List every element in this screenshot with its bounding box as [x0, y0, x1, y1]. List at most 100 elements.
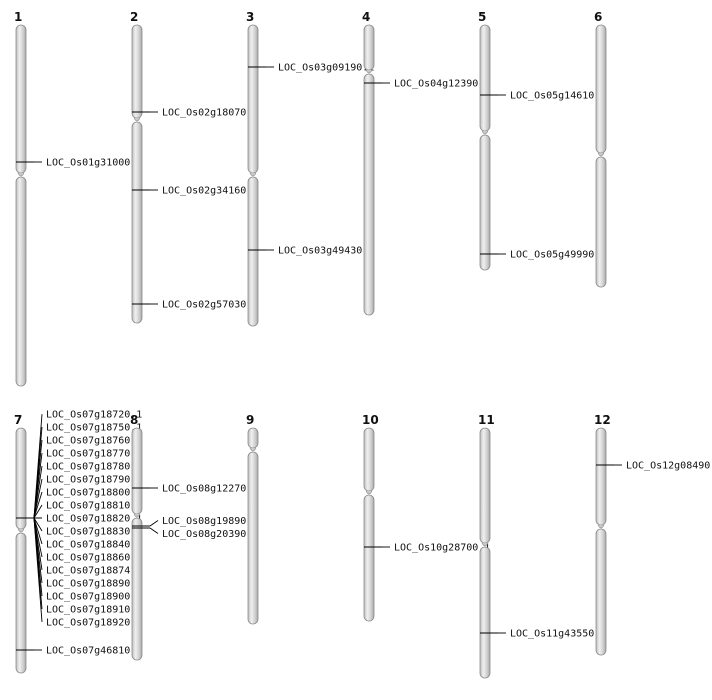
- chromosome-p-arm: [363, 427, 375, 492]
- gene-label-loc-os07g18820-1: LOC_Os07g18820.1: [46, 513, 142, 524]
- gene-label-loc-os08g12270-1: LOC_Os08g12270.1: [162, 484, 258, 495]
- chromosome-q-arm: [131, 121, 143, 324]
- gene-label-loc-os07g18770-1: LOC_Os07g18770.1: [46, 449, 142, 460]
- gene-label-loc-os02g18070-1: LOC_Os02g18070.1: [162, 108, 258, 119]
- gene-leader-line: [149, 527, 159, 534]
- gene-label-loc-os07g18760-1: LOC_Os07g18760.1: [46, 436, 142, 447]
- gene-label-loc-os07g18780-1: LOC_Os07g18780.1: [46, 462, 142, 473]
- chromosome-q-arm: [595, 156, 607, 288]
- gene-label-loc-os11g43550-1: LOC_Os11g43550.1: [510, 629, 606, 640]
- gene-label-loc-os07g18800-1: LOC_Os07g18800.1: [46, 488, 142, 499]
- gene-label-loc-os07g18890-1: LOC_Os07g18890.1: [46, 578, 142, 589]
- chromosome-number: 8: [130, 413, 138, 427]
- centromere: [133, 513, 141, 518]
- chromosome-number: 7: [14, 413, 22, 427]
- gene-label-loc-os08g20390-1: LOC_Os08g20390.1: [162, 529, 258, 540]
- chromosome-p-arm: [595, 427, 607, 526]
- gene-label-loc-os07g18840-1: LOC_Os07g18840.1: [46, 539, 142, 550]
- gene-marker: LOC_Os07g18920.1: [16, 517, 142, 628]
- gene-label-loc-os03g09190-1: LOC_Os03g09190.1: [278, 63, 374, 74]
- gene-label-loc-os07g18900-1: LOC_Os07g18900.1: [46, 591, 142, 602]
- chromosome-number: 3: [246, 10, 254, 24]
- chromosome-q-arm: [479, 134, 491, 271]
- chromosome-number: 10: [362, 413, 379, 427]
- gene-marker: LOC_Os05g49990.1: [480, 250, 606, 261]
- gene-marker: LOC_Os12g08490.1: [596, 461, 712, 472]
- centromere: [133, 117, 141, 122]
- gene-leader-line: [33, 478, 43, 519]
- gene-label-loc-os07g18874-1: LOC_Os07g18874.1: [46, 565, 142, 576]
- gene-marker: LOC_Os10g28700.1: [364, 543, 490, 554]
- gene-label-loc-os02g34160-1: LOC_Os02g34160.1: [162, 186, 258, 197]
- gene-marker: LOC_Os08g12270.1: [132, 484, 258, 495]
- gene-label-loc-os07g18790-1: LOC_Os07g18790.1: [46, 475, 142, 486]
- centromere: [481, 130, 489, 135]
- gene-leader-line: [33, 517, 43, 622]
- gene-marker: LOC_Os03g49430.1: [248, 246, 374, 257]
- gene-marker: LOC_Os02g18070.1: [132, 108, 258, 119]
- chromosome-2: 2LOC_Os02g18070.1LOC_Os02g34160.1LOC_Os0…: [130, 10, 258, 324]
- chromosome-9: 9: [246, 413, 259, 625]
- gene-label-loc-os07g18860-1: LOC_Os07g18860.1: [46, 552, 142, 563]
- gene-label-loc-os07g18920-1: LOC_Os07g18920.1: [46, 617, 142, 628]
- centromere: [17, 172, 25, 177]
- chromosome-number: 12: [594, 413, 611, 427]
- gene-marker: LOC_Os03g09190.1: [248, 63, 374, 74]
- chromosome-q-arm: [131, 517, 143, 661]
- chromosome-p-arm: [131, 24, 143, 119]
- centromere: [249, 172, 257, 177]
- centromere: [17, 528, 25, 533]
- gene-marker: LOC_Os07g46810.1: [16, 646, 142, 657]
- centromere: [481, 542, 489, 547]
- chromosome-p-arm: [363, 24, 375, 71]
- gene-label-loc-os07g18810-1: LOC_Os07g18810.1: [46, 501, 142, 512]
- gene-marker: LOC_Os08g19890.1: [132, 516, 258, 527]
- chromosome-number: 6: [594, 10, 602, 24]
- centromere: [249, 447, 257, 452]
- chromosome-q-arm: [363, 73, 375, 316]
- chromosome-p-arm: [15, 24, 27, 174]
- chromosome-q-arm: [479, 546, 491, 679]
- chromosome-p-arm: [479, 24, 491, 132]
- gene-marker: LOC_Os04g12390.1: [364, 79, 490, 90]
- chromosome-p-arm: [131, 427, 143, 515]
- chromosome-q-arm: [595, 528, 607, 656]
- chromosome-q-arm: [247, 176, 259, 327]
- gene-label-loc-os07g18910-1: LOC_Os07g18910.1: [46, 604, 142, 615]
- gene-marker: LOC_Os01g31000.1: [16, 158, 142, 169]
- chromosome-q-arm: [247, 451, 259, 625]
- chromosome-p-arm: [15, 427, 27, 530]
- chromosome-p-arm: [247, 24, 259, 174]
- gene-leader-line: [33, 517, 43, 532]
- gene-label-loc-os12g08490-1: LOC_Os12g08490.1: [626, 461, 712, 472]
- chromosome-8: 8LOC_Os08g12270.1LOC_Os08g19890.1LOC_Os0…: [130, 413, 258, 661]
- chromosome-number: 5: [478, 10, 486, 24]
- gene-label-loc-os05g14610-1: LOC_Os05g14610.1: [510, 91, 606, 102]
- gene-leader-line: [149, 520, 159, 527]
- chromosome-number: 1: [14, 10, 22, 24]
- gene-label-loc-os10g28700-1: LOC_Os10g28700.1: [394, 543, 490, 554]
- gene-leader-line: [33, 504, 43, 519]
- gene-label-loc-os07g18750-1: LOC_Os07g18750.1: [46, 423, 142, 434]
- chromosome-6: 6: [594, 10, 607, 288]
- gene-label-loc-os07g18830-1: LOC_Os07g18830.1: [46, 526, 142, 537]
- centromere: [365, 490, 373, 495]
- gene-marker: LOC_Os08g20390.1: [132, 527, 258, 540]
- gene-marker: LOC_Os02g34160.1: [132, 186, 258, 197]
- centromere: [597, 152, 605, 157]
- chromosome-number: 4: [362, 10, 370, 24]
- gene-label-loc-os08g19890-1: LOC_Os08g19890.1: [162, 516, 258, 527]
- chromosome-number: 9: [246, 413, 254, 427]
- centromere: [365, 69, 373, 74]
- chromosome-p-arm: [247, 427, 259, 449]
- gene-marker: LOC_Os11g43550.1: [480, 629, 606, 640]
- gene-marker: LOC_Os05g14610.1: [480, 91, 606, 102]
